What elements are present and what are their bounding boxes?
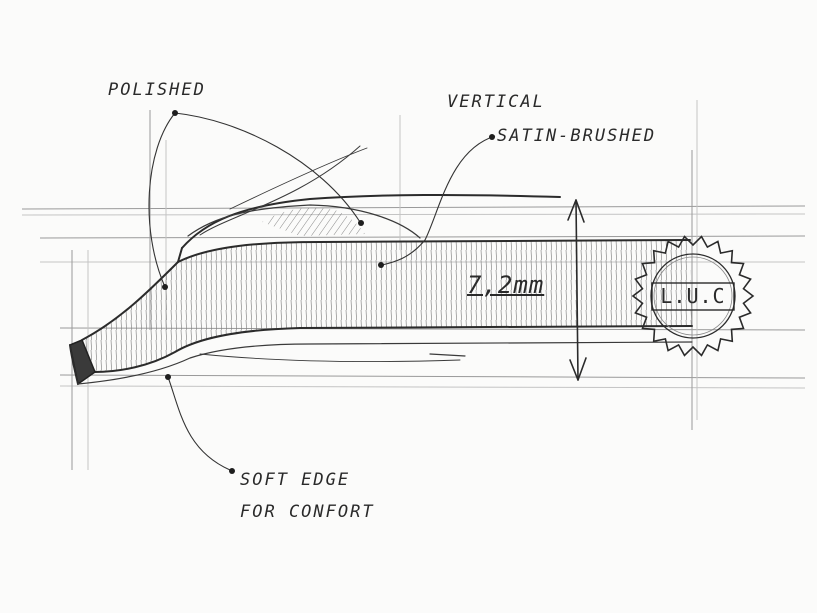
vertical-annotation: VERTICAL [447,92,545,112]
dimension-arrow [567,199,587,381]
for-comfort-annotation: FOR CONFORT [240,502,375,522]
polished-bevel [181,145,561,249]
satin-brushed-annotation: SATIN-BRUSHED [497,126,657,146]
luc-seal-emblem [631,235,755,357]
polished-annotation: POLISHED [108,80,206,100]
thickness-dimension-label: 7,2mm [467,271,545,299]
soft-edge-annotation: SOFT EDGE [240,470,351,490]
construction-lines [21,100,806,470]
ring-body [69,239,693,386]
leader-lines [148,112,496,471]
seal-text: L.U.C [660,284,726,308]
annotation-dots [162,110,495,474]
